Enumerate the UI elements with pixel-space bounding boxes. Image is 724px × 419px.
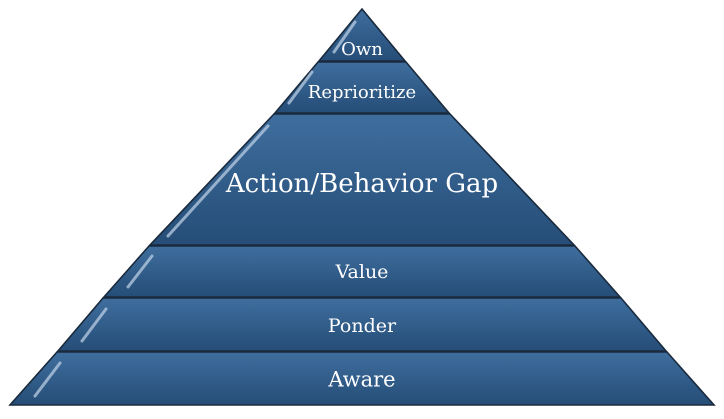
tier-value-shape — [102, 245, 622, 298]
tier-value: Value — [102, 245, 622, 298]
tier-action-behavior-gap-label: Action/Behavior Gap — [225, 169, 498, 199]
tier-ponder-shape — [56, 297, 668, 352]
tier-aware: Aware — [8, 351, 716, 406]
tier-aware-label: Aware — [327, 368, 395, 392]
tier-action-behavior-gap-sheen — [166, 124, 270, 238]
tier-reprioritize-shape — [273, 61, 451, 114]
tier-reprioritize-sheen — [287, 70, 314, 105]
tier-reprioritize: Reprioritize — [273, 61, 451, 114]
tier-own-shape — [317, 7, 407, 62]
tier-aware-sheen — [33, 361, 62, 398]
tier-aware-shape — [8, 351, 716, 406]
tier-reprioritize-label: Reprioritize — [308, 82, 416, 103]
tier-ponder-sheen — [80, 307, 108, 343]
tier-value-label: Value — [335, 261, 389, 283]
tier-action-behavior-gap: Action/Behavior Gap — [148, 113, 576, 246]
tier-ponder-label: Ponder — [328, 315, 397, 337]
tier-own-sheen — [332, 20, 357, 54]
tier-own-label: Own — [341, 39, 383, 60]
tier-action-behavior-gap-shape — [148, 113, 576, 246]
tier-value-sheen — [126, 254, 154, 289]
tier-ponder: Ponder — [56, 297, 668, 352]
tier-own: Own — [317, 7, 407, 62]
